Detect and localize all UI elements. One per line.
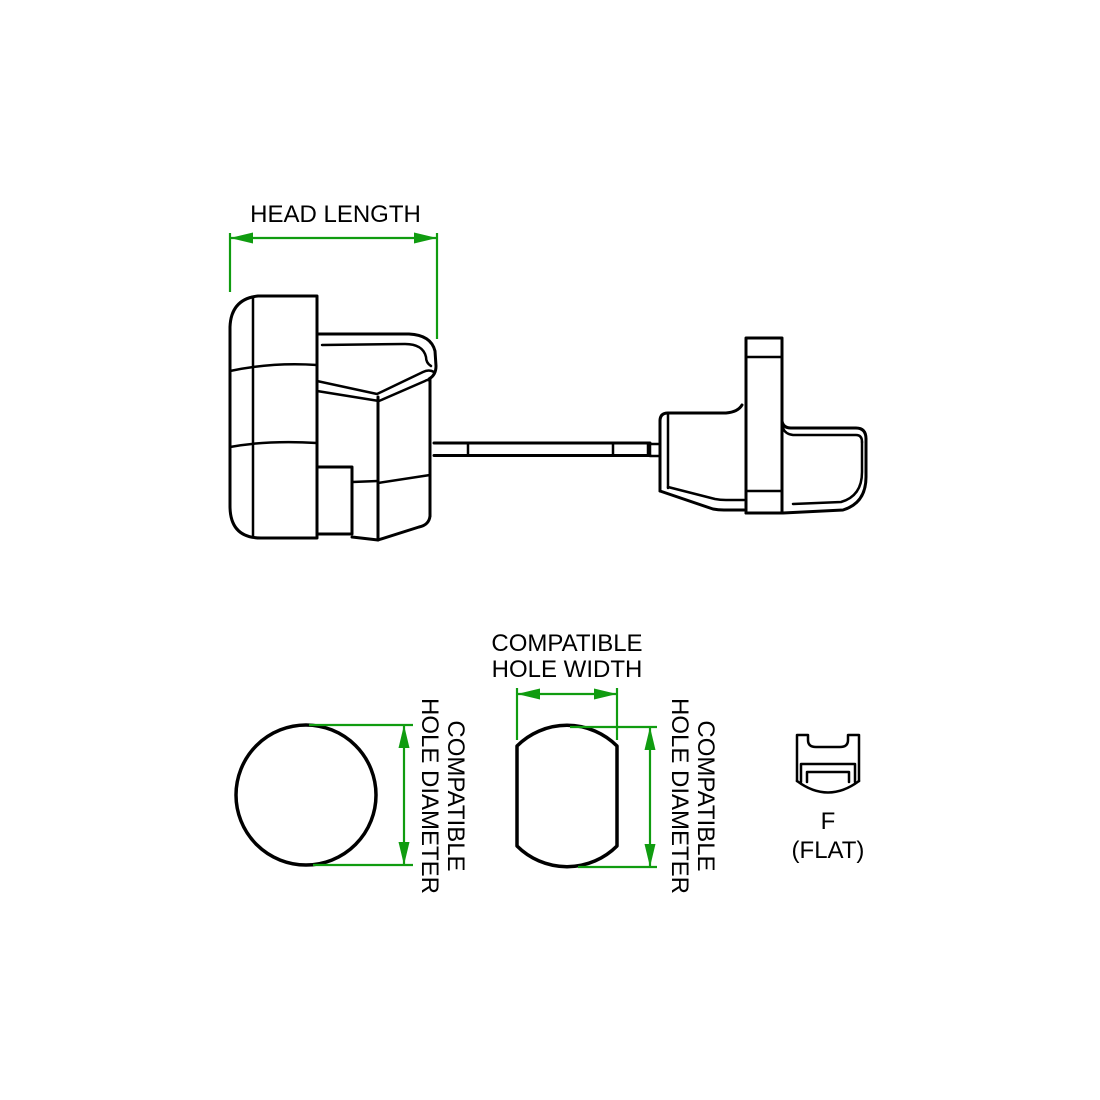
hole-width-label-line1: COMPATIBLE [491, 630, 643, 657]
flat-profile-icon [795, 733, 861, 794]
flat-letter-label: F [820, 808, 836, 835]
head-length-label: HEAD LENGTH [250, 201, 421, 228]
double-d-diameter-label: COMPATIBLE HOLE DIAMETER [666, 696, 719, 896]
flat-caption-label: (FLAT) [791, 837, 865, 864]
round-hole-shape [234, 723, 378, 867]
double-d-diameter-label-line2: HOLE DIAMETER [666, 697, 693, 895]
double-d-diameter-label-line1: COMPATIBLE [692, 720, 719, 872]
hole-width-label-line2: HOLE WIDTH [491, 656, 643, 683]
plug-head-drawing [228, 294, 438, 542]
round-hole-diameter-label-line2: HOLE DIAMETER [416, 697, 443, 895]
tether-strap-drawing [432, 441, 652, 457]
double-d-hole-shape [515, 723, 619, 869]
round-hole-diameter-label-line1: COMPATIBLE [442, 720, 469, 872]
hole-width-dimension [515, 688, 619, 740]
round-hole-diameter-dimension [309, 723, 413, 867]
double-d-diameter-dimension [570, 725, 657, 869]
hole-width-label: COMPATIBLE HOLE WIDTH [467, 631, 667, 683]
round-hole-diameter-label: COMPATIBLE HOLE DIAMETER [416, 696, 469, 896]
head-length-dimension [228, 232, 439, 339]
cap-drawing [648, 336, 868, 515]
